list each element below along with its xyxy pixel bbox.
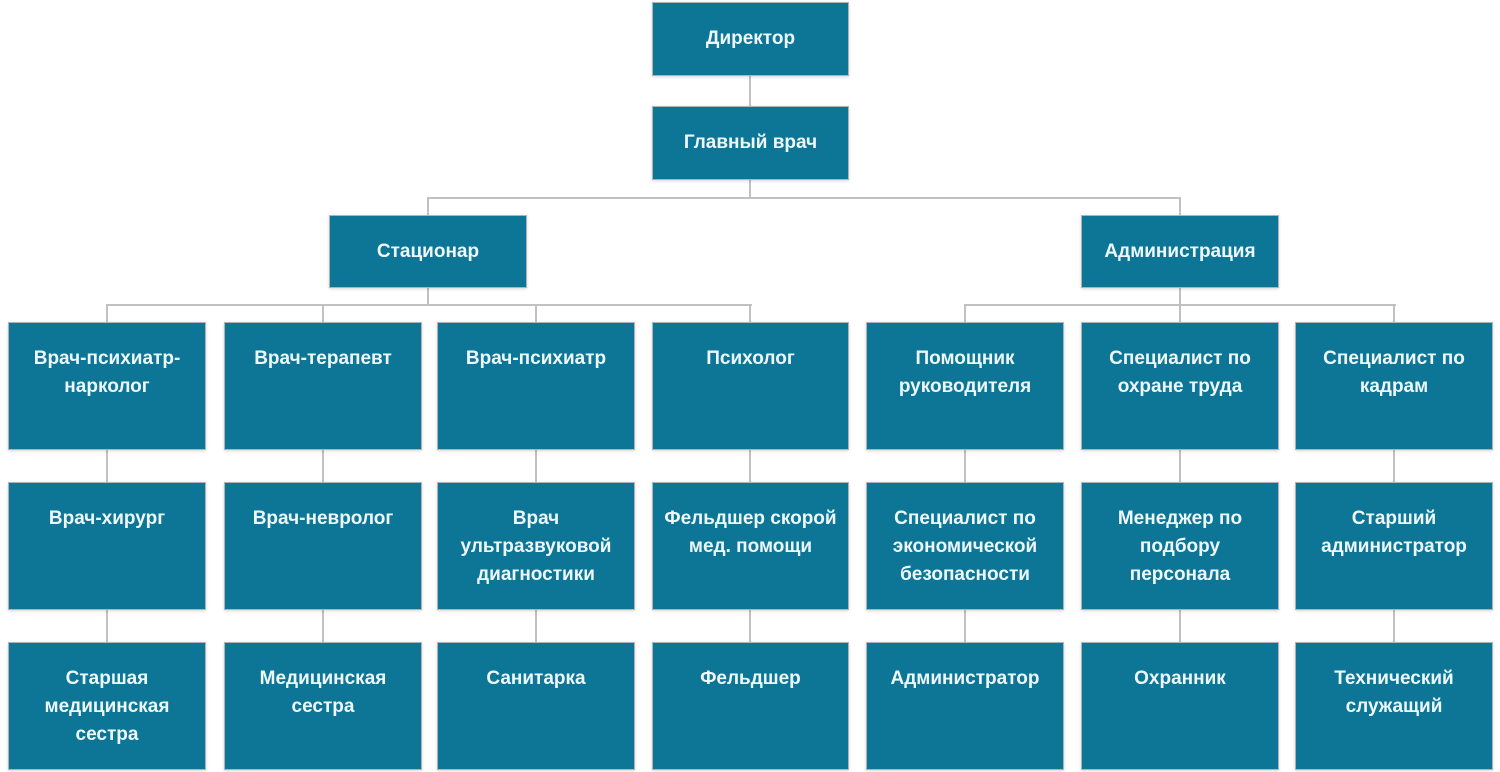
connector-line: [322, 450, 324, 482]
node-col6-tier3: Охранник: [1081, 642, 1279, 770]
node-col2-tier1: Врач-терапевт: [224, 322, 422, 450]
connector-line: [964, 450, 966, 482]
connector-line: [322, 305, 324, 322]
connector-line: [749, 180, 751, 198]
node-chief-physician: Главный врач: [652, 106, 849, 180]
connector-line: [427, 288, 429, 305]
node-col7-tier3: Технический служащий: [1295, 642, 1493, 770]
connector-line: [1393, 305, 1395, 322]
connector-line: [1393, 610, 1395, 642]
connector-line: [1179, 610, 1181, 642]
node-col1-tier1: Врач-психиатр-нарколог: [8, 322, 206, 450]
node-col5-tier2: Специалист по экономической безопасности: [866, 482, 1064, 610]
connector-line: [106, 304, 752, 306]
connector-line: [106, 305, 108, 322]
node-branch-stationar: Стационар: [329, 215, 527, 288]
node-col4-tier3: Фельдшер: [652, 642, 849, 770]
node-col6-tier2: Менеджер по подбору персонала: [1081, 482, 1279, 610]
node-branch-administration: Администрация: [1081, 215, 1279, 288]
connector-line: [964, 610, 966, 642]
node-col7-tier2: Старший администратор: [1295, 482, 1493, 610]
node-col1-tier3: Старшая медицинская сестра: [8, 642, 206, 770]
node-col4-tier1: Психолог: [652, 322, 849, 450]
connector-line: [749, 610, 751, 642]
node-col7-tier1: Специалист по кадрам: [1295, 322, 1493, 450]
node-col6-tier1: Специалист по охране труда: [1081, 322, 1279, 450]
node-col3-tier3: Санитарка: [437, 642, 635, 770]
connector-line: [749, 450, 751, 482]
node-col5-tier3: Администратор: [866, 642, 1064, 770]
connector-line: [322, 610, 324, 642]
node-col2-tier3: Медицинская сестра: [224, 642, 422, 770]
connector-line: [749, 76, 751, 106]
node-col3-tier1: Врач-психиатр: [437, 322, 635, 450]
connector-line: [964, 305, 966, 322]
node-col4-tier2: Фельдшер скорой мед. помощи: [652, 482, 849, 610]
connector-line: [535, 305, 537, 322]
connector-line: [106, 610, 108, 642]
node-director: Директор: [652, 2, 849, 76]
connector-line: [535, 450, 537, 482]
connector-line: [1179, 288, 1181, 305]
connector-line: [1179, 198, 1181, 215]
connector-line: [1179, 450, 1181, 482]
connector-line: [427, 197, 1181, 199]
node-col2-tier2: Врач-невролог: [224, 482, 422, 610]
connector-line: [1179, 305, 1181, 322]
connector-line: [749, 305, 751, 322]
node-col5-tier1: Помощник руководителя: [866, 322, 1064, 450]
connector-line: [106, 450, 108, 482]
connector-line: [427, 198, 429, 215]
node-col1-tier2: Врач-хирург: [8, 482, 206, 610]
connector-line: [1393, 450, 1395, 482]
connector-line: [535, 610, 537, 642]
node-col3-tier2: Врач ультразвуковой диагностики: [437, 482, 635, 610]
